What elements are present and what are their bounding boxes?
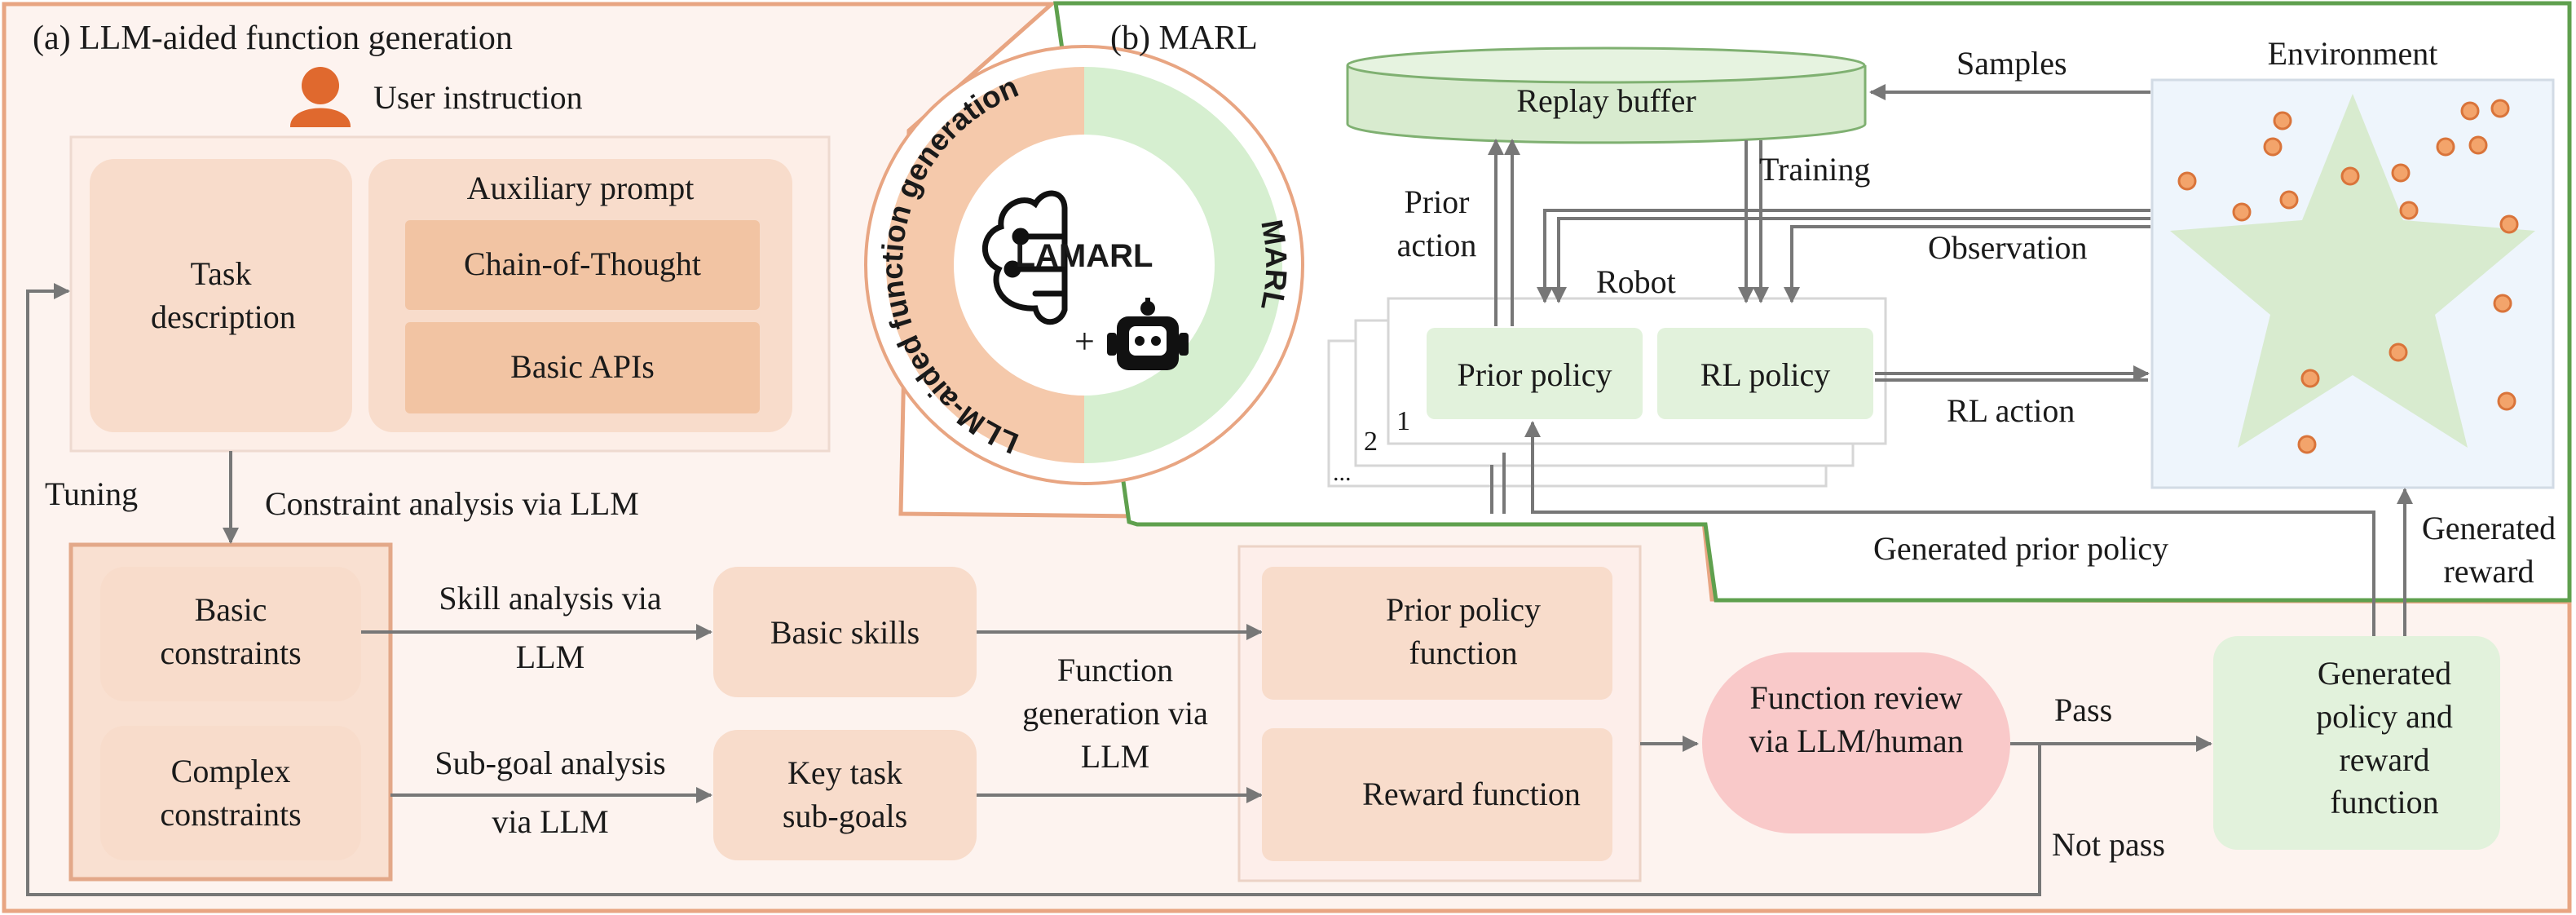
rl-action-label: RL action bbox=[1947, 392, 2075, 429]
basic-apis-box bbox=[405, 322, 760, 413]
rl-policy-label: RL policy bbox=[1700, 356, 1831, 393]
robot-dot bbox=[2389, 343, 2408, 362]
robot-dot bbox=[2297, 435, 2317, 454]
badge-right-arc-text: MARL bbox=[1255, 217, 1293, 313]
replay-buffer-shape bbox=[1346, 65, 1867, 144]
task-description-label: Task description bbox=[151, 255, 296, 335]
chain-of-thought-box bbox=[405, 220, 760, 310]
panel-a-title: (a) LLM-aided function generation bbox=[33, 20, 513, 57]
arrows-panel-b bbox=[1488, 84, 2150, 514]
prior-policy-box bbox=[1427, 328, 1643, 419]
rl-policy-box bbox=[1657, 328, 1873, 419]
key-task-subgoals-box bbox=[713, 730, 977, 860]
chain-of-thought-label: Chain-of-Thought bbox=[463, 245, 702, 282]
generated-reward-label: Generated reward bbox=[2421, 510, 2556, 590]
replay-buffer-label: Replay buffer bbox=[1516, 82, 1696, 119]
basic-skills-box bbox=[713, 567, 977, 697]
replay-buffer-top bbox=[1346, 46, 1866, 84]
robot-dot bbox=[2460, 101, 2480, 121]
robot-dot bbox=[2273, 111, 2292, 130]
pass-label: Pass bbox=[2054, 692, 2113, 728]
robot-stack-index-2: 2 bbox=[1364, 427, 1378, 457]
generated-policy-reward-box bbox=[2213, 636, 2500, 850]
robot-dot bbox=[2263, 137, 2283, 157]
arrows-panel-a bbox=[26, 283, 2413, 896]
robot-stack-index-1: 1 bbox=[1396, 406, 1410, 436]
complex-constraints-label: Complex constraints bbox=[160, 753, 302, 833]
robot-label: Robot bbox=[1596, 263, 1676, 300]
robot-dot bbox=[2300, 369, 2320, 388]
reward-function-label: Reward function bbox=[1362, 776, 1581, 812]
robot-dot bbox=[2468, 135, 2488, 155]
prior-action-label: Prior action bbox=[1396, 183, 1477, 263]
training-label: Training bbox=[1759, 151, 1871, 188]
prior-policy-label: Prior policy bbox=[1457, 356, 1612, 393]
robot-dot bbox=[2279, 190, 2299, 210]
samples-label: Samples bbox=[1956, 45, 2067, 82]
robot-dot bbox=[2177, 171, 2197, 191]
basic-apis-label: Basic APIs bbox=[510, 348, 655, 385]
prior-policy-function-label: Prior policy function bbox=[1386, 591, 1541, 671]
task-description-box bbox=[90, 159, 352, 432]
environment-label: Environment bbox=[2267, 35, 2438, 72]
prior-policy-function-box bbox=[1262, 567, 1612, 700]
reward-function-box bbox=[1262, 728, 1612, 861]
tuning-label: Tuning bbox=[45, 475, 139, 512]
constraint-analysis-label: Constraint analysis via LLM bbox=[265, 485, 639, 522]
robot-dot bbox=[2436, 137, 2455, 157]
basic-skills-label: Basic skills bbox=[770, 614, 920, 651]
subgoal-analysis-label-1: Sub-goal analysis bbox=[434, 745, 666, 781]
environment-star bbox=[2170, 94, 2535, 448]
complex-constraints-box bbox=[100, 726, 361, 860]
auxiliary-prompt-label: Auxiliary prompt bbox=[466, 170, 695, 206]
robot-dot bbox=[2499, 214, 2519, 234]
robot-dot bbox=[2399, 201, 2419, 220]
badge-plus: + bbox=[1074, 321, 1095, 361]
function-review-label: Function review via LLM/human bbox=[1749, 679, 1964, 759]
subgoal-analysis-label-2: via LLM bbox=[492, 803, 609, 840]
generated-policy-reward-label: Generated policy and reward function bbox=[2316, 655, 2453, 821]
robot-icon bbox=[1107, 298, 1189, 370]
key-task-subgoals-label: Key task sub-goals bbox=[782, 754, 908, 834]
robot-dot bbox=[2490, 99, 2510, 118]
not-pass-label: Not pass bbox=[2052, 826, 2165, 863]
skill-analysis-label-1: Skill analysis via bbox=[439, 580, 662, 617]
robot-dot bbox=[2493, 294, 2512, 313]
badge-center-title: LAMARL bbox=[1015, 238, 1153, 274]
robot-dot bbox=[2340, 166, 2360, 186]
function-generation-label: Function generation via LLM bbox=[1022, 652, 1208, 775]
user-icon bbox=[290, 67, 351, 127]
robot-dot bbox=[2391, 163, 2411, 183]
skill-analysis-label-2: LLM bbox=[515, 639, 585, 675]
panel-b-title: (b) MARL bbox=[1110, 20, 1258, 57]
generated-prior-policy-label: Generated prior policy bbox=[1873, 530, 2169, 567]
brain-icon bbox=[982, 190, 1068, 325]
environment-robots bbox=[2177, 99, 2519, 454]
user-instruction-label: User instruction bbox=[373, 79, 583, 116]
robot-stack-index-more: ... bbox=[1333, 459, 1352, 486]
robot-dot bbox=[2232, 202, 2252, 222]
observation-label: Observation bbox=[1928, 229, 2088, 266]
basic-constraints-box bbox=[100, 567, 361, 701]
basic-constraints-label: Basic constraints bbox=[160, 591, 302, 671]
robot-dot bbox=[2497, 391, 2516, 411]
function-review-box bbox=[1702, 652, 2010, 833]
